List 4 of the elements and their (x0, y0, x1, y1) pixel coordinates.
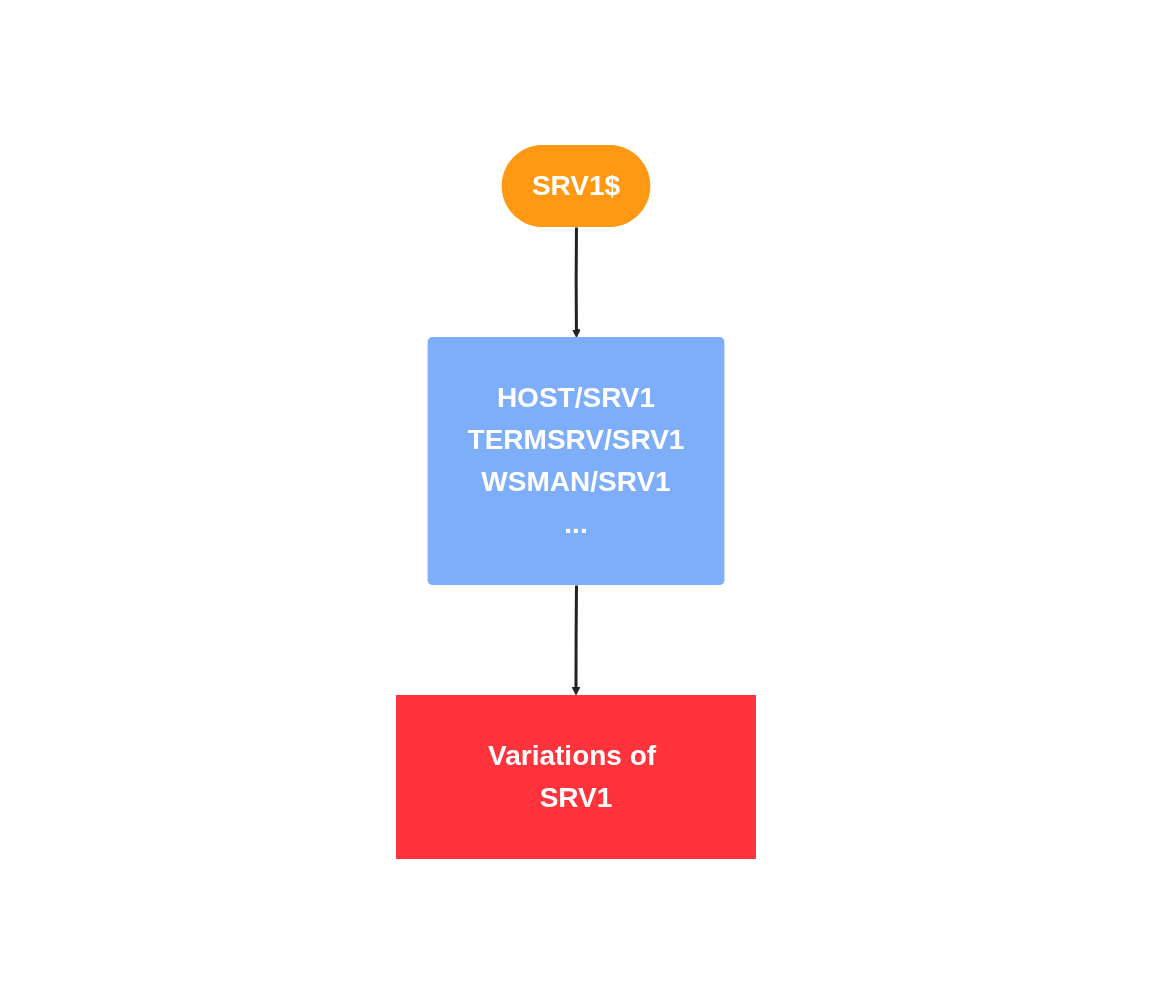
arrow (571, 227, 581, 338)
node-box: Variations of SRV1 (395, 695, 756, 859)
arrow (571, 585, 580, 696)
node-box: HOST/SRV1 TERMSRV/SRV1 WSMAN/SRV1 ... (427, 337, 724, 585)
